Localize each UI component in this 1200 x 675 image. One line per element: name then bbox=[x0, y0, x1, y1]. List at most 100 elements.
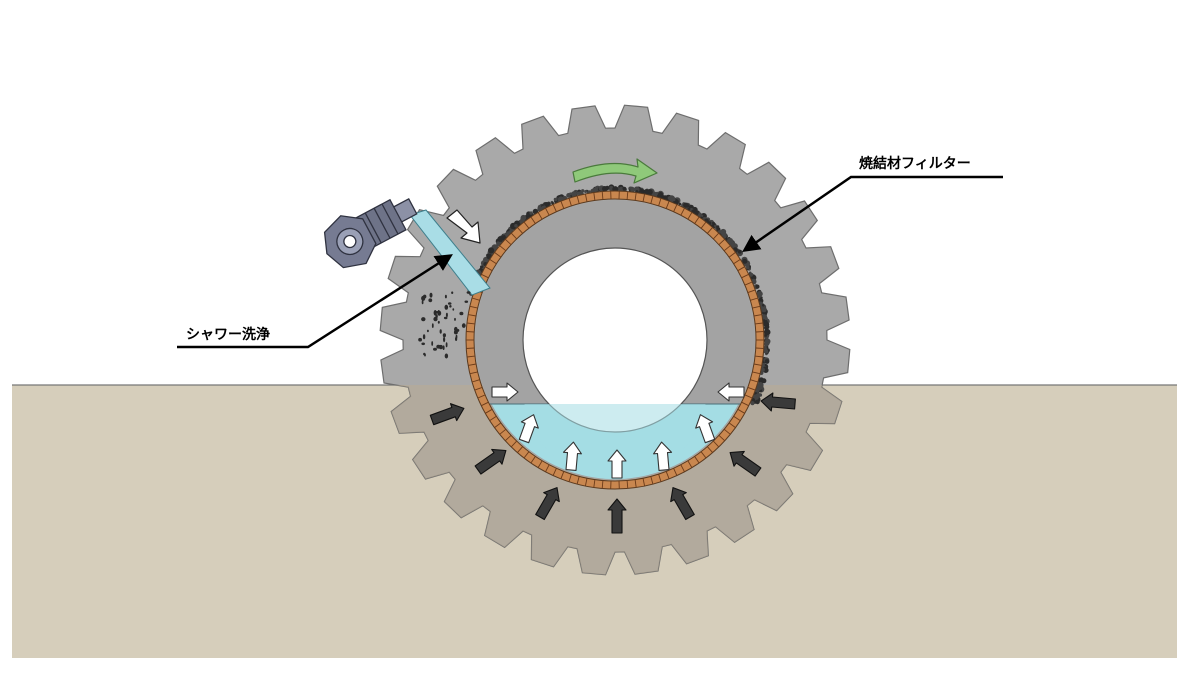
inflow-arrow-icon bbox=[535, 487, 560, 521]
filter-label: 焼結材フィルター bbox=[859, 155, 971, 172]
filter-block-line bbox=[471, 297, 480, 301]
filter-block-line bbox=[680, 464, 685, 473]
debris-particle bbox=[443, 316, 448, 320]
filter-block-line bbox=[474, 386, 483, 391]
filter-block-line bbox=[466, 355, 475, 358]
washed-debris bbox=[418, 291, 471, 359]
filter-block-line bbox=[471, 379, 480, 383]
debris-particle bbox=[444, 294, 447, 299]
filter-block-line bbox=[576, 195, 580, 204]
filter-block-line bbox=[510, 232, 518, 240]
sludge-particle bbox=[554, 198, 558, 202]
filter-block-line bbox=[712, 440, 720, 448]
sludge-particle bbox=[720, 228, 727, 235]
filter-block-line bbox=[733, 259, 741, 265]
filter-block-line bbox=[665, 471, 670, 479]
rotation-hint-arrow bbox=[446, 209, 481, 244]
filter-block-line bbox=[494, 252, 502, 258]
filter-block-line bbox=[755, 322, 764, 325]
filter-block-line bbox=[706, 446, 713, 453]
filter-block-line bbox=[744, 281, 753, 286]
sludge-particle bbox=[761, 378, 767, 384]
sludge-particle bbox=[584, 190, 588, 193]
sludge-particle bbox=[742, 258, 748, 264]
sludge-particle bbox=[566, 193, 571, 198]
sludge-particle bbox=[541, 205, 545, 209]
debris-particle bbox=[439, 344, 443, 350]
filter-block-line bbox=[718, 434, 726, 442]
filter-block-line bbox=[642, 193, 646, 202]
sludge-particle bbox=[622, 186, 627, 191]
sludge-particle bbox=[526, 213, 530, 217]
sludge-particle bbox=[760, 384, 764, 388]
inflow-arrow-icon bbox=[474, 448, 507, 475]
filtrate-arrow-icon bbox=[607, 449, 627, 479]
sludge-particle bbox=[764, 329, 771, 336]
sludge-particle bbox=[732, 243, 738, 250]
debris-particle bbox=[445, 342, 448, 348]
inflow-arrow-icon bbox=[729, 450, 762, 477]
sludge-particle bbox=[592, 187, 598, 193]
filter-block-line bbox=[755, 331, 764, 333]
filter-block-line bbox=[718, 238, 726, 246]
debris-particle bbox=[421, 342, 426, 346]
debris-particle bbox=[454, 326, 458, 332]
sludge-particle bbox=[659, 192, 664, 197]
sludge-particle bbox=[764, 316, 768, 320]
filter-block-line bbox=[665, 201, 670, 209]
filtrate-arrow-icon bbox=[562, 441, 582, 471]
filter-block-line bbox=[489, 259, 497, 265]
filter-block-line bbox=[530, 456, 536, 464]
debris-particle bbox=[418, 337, 422, 342]
debris-particle bbox=[447, 302, 452, 305]
debris-particle bbox=[443, 336, 446, 343]
filter-block-line bbox=[481, 273, 489, 279]
filter-block-line bbox=[728, 422, 736, 428]
filter-block-line bbox=[712, 232, 720, 240]
filter-block-line bbox=[568, 473, 572, 482]
sludge-particle bbox=[764, 338, 771, 345]
filtrate-arrow-icon bbox=[717, 382, 745, 402]
debris-particle bbox=[442, 333, 446, 338]
debris-particle bbox=[461, 323, 466, 328]
filter-block-line bbox=[560, 201, 565, 209]
filter-block-line bbox=[741, 273, 749, 279]
filter-block-line bbox=[485, 408, 493, 414]
debris-particle bbox=[429, 292, 433, 298]
sludge-particle bbox=[755, 399, 760, 405]
filter-block-line bbox=[658, 198, 662, 207]
filter-block-line bbox=[634, 479, 637, 488]
debris-particle bbox=[445, 312, 448, 318]
debris-particle bbox=[437, 320, 440, 324]
inflow-arrow-icon bbox=[760, 392, 796, 412]
debris-particle bbox=[454, 317, 456, 321]
sludge-particle bbox=[678, 202, 682, 206]
filter-block-line bbox=[706, 227, 713, 234]
debris-particle bbox=[459, 311, 464, 316]
filter-block-line bbox=[545, 207, 550, 216]
filter-block-line bbox=[750, 297, 759, 301]
filter-block-line bbox=[694, 456, 700, 464]
debris-particle bbox=[431, 341, 434, 346]
filter-block-line bbox=[700, 221, 707, 229]
debris-particle bbox=[424, 353, 426, 357]
sludge-particle bbox=[761, 304, 765, 307]
filter-block-line bbox=[687, 212, 693, 220]
filter-block-line bbox=[568, 198, 572, 207]
filter-block-line bbox=[752, 371, 761, 375]
filter-block-line bbox=[737, 266, 745, 272]
filter-block-line bbox=[510, 440, 518, 448]
filter-block-line bbox=[593, 479, 596, 488]
sludge-particle bbox=[746, 265, 750, 270]
sludge-particle bbox=[514, 224, 518, 228]
filter-block-line bbox=[744, 394, 753, 399]
filter-block-line bbox=[747, 386, 756, 391]
filter-block-line bbox=[626, 480, 629, 489]
debris-particle bbox=[435, 314, 438, 319]
sludge-particle bbox=[496, 241, 501, 246]
filter-block-line bbox=[723, 428, 731, 435]
debris-particle bbox=[464, 300, 469, 303]
sludge-particle bbox=[521, 217, 526, 221]
debris-particle bbox=[449, 305, 452, 308]
filter-block-line bbox=[723, 245, 731, 252]
